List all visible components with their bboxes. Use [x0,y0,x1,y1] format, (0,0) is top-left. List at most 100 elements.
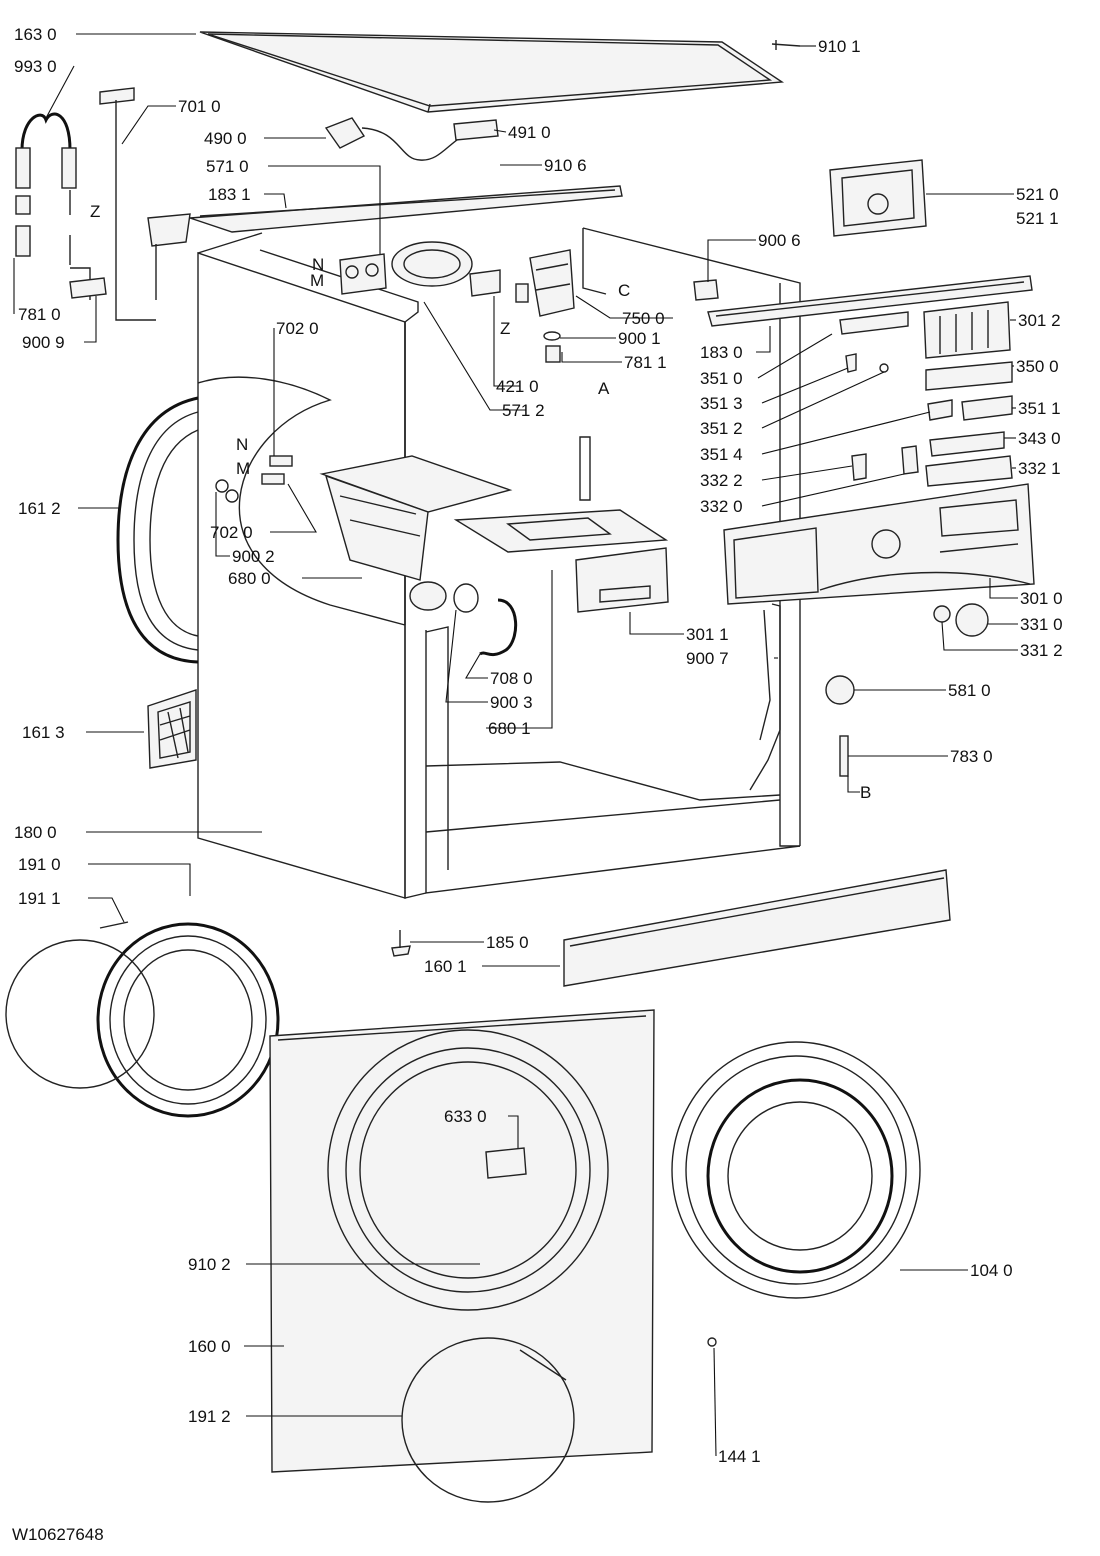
label-161-3: 161 3 [22,723,65,742]
label-521-1: 521 1 [1016,209,1059,228]
screw-top [771,40,801,50]
label-163-0: 163 0 [14,25,57,44]
label-993-0: 993 0 [14,57,57,76]
part-labels: 163 0 993 0 701 0 490 0 491 0 910 6 571 … [14,25,1063,1466]
label-781-1: 781 1 [624,353,667,372]
label-702-0-top: 702 0 [276,319,319,338]
pressure-switch [391,241,473,287]
letter-m-valve: M [310,271,324,290]
filter-rod [839,735,849,777]
label-351-3: 351 3 [700,394,743,413]
letter-c: C [618,281,630,300]
water-valve [339,253,387,295]
pump [515,249,575,317]
label-161-2: 161 2 [18,499,61,518]
label-900-3: 900 3 [490,693,533,712]
front-panel [269,1009,655,1473]
label-783-0: 783 0 [950,747,993,766]
screw-bottom [707,1337,717,1347]
mains-cable [324,117,469,161]
filter-cover [147,689,197,769]
letter-n-valve: N [312,255,324,274]
label-332-1: 332 1 [1018,459,1061,478]
label-183-1: 183 1 [208,185,251,204]
label-351-1: 351 1 [1018,399,1061,418]
rear-clamp-ring [401,1337,575,1503]
label-708-0: 708 0 [490,669,533,688]
label-490-0: 490 0 [204,129,247,148]
label-421-0: 421 0 [496,377,539,396]
wiring-harness [749,603,781,791]
label-160-0: 160 0 [188,1337,231,1356]
label-910-1: 910 1 [818,37,861,56]
label-900-1: 900 1 [618,329,661,348]
door [671,1041,921,1299]
letter-n-plug: N [236,435,248,454]
selector-parts [839,311,1013,487]
label-191-2: 191 2 [188,1407,231,1426]
sensor [825,675,855,705]
document-id: W10627648 [12,1525,104,1544]
display-board [925,361,1013,391]
electronic-module [829,159,927,237]
label-581-0: 581 0 [948,681,991,700]
letter-a: A [598,379,610,398]
detergent-drawer [453,509,669,613]
label-332-0: 332 0 [700,497,743,516]
pump-seal-and-connector [543,331,561,363]
detergent-dispenser [319,455,513,611]
label-701-0: 701 0 [178,97,221,116]
label-900-2: 900 2 [232,547,275,566]
label-910-6: 910 6 [544,156,587,175]
adjustable-foot [391,930,411,957]
label-160-1: 160 1 [424,957,467,976]
label-185-0: 185 0 [486,933,529,952]
control-rail [707,275,1033,327]
label-680-0: 680 0 [228,569,271,588]
label-571-2: 571 2 [502,401,545,420]
label-343-0: 343 0 [1018,429,1061,448]
kickplate [563,869,951,987]
label-351-4: 351 4 [700,445,743,464]
connector-plugs [215,455,293,503]
pressure-fitting [147,213,191,300]
dispenser-hose [453,583,518,657]
interference-filter [453,119,499,141]
letter-z-hose: Z [90,202,100,221]
top-cover [199,31,785,113]
label-350-0: 350 0 [1016,357,1059,376]
label-191-0: 191 0 [18,855,61,874]
letter-z-pump: Z [500,319,510,338]
controller-board [923,301,1011,359]
inlet-pipe [99,87,156,321]
label-633-0: 633 0 [444,1107,487,1126]
label-331-0: 331 0 [1020,615,1063,634]
letter-b: B [860,783,871,802]
door-seal-left [116,396,199,664]
label-183-0: 183 0 [700,343,743,362]
leader-lines [13,33,1018,1457]
program-knob [933,603,989,637]
grommet [693,279,719,301]
label-910-2: 910 2 [188,1255,231,1274]
letter-m-plug: M [236,459,250,478]
label-351-2: 351 2 [700,419,743,438]
label-144-1: 144 1 [718,1447,761,1466]
label-680-1: 680 1 [488,719,531,738]
control-panel [723,483,1035,605]
label-521-0: 521 0 [1016,185,1059,204]
label-301-1: 301 1 [686,625,729,644]
label-491-0: 491 0 [508,123,551,142]
label-104-0: 104 0 [970,1261,1013,1280]
label-781-0: 781 0 [18,305,61,324]
label-351-0: 351 0 [700,369,743,388]
inlet-hose [15,112,91,300]
door-lock-relay [469,269,501,297]
reference-letters: Z N M C Z A N M B [90,202,871,802]
label-180-0: 180 0 [14,823,57,842]
label-900-9: 900 9 [22,333,65,352]
label-331-2: 331 2 [1020,641,1063,660]
hose-clip [69,277,107,299]
door-gasket [96,921,280,1118]
label-301-0: 301 0 [1020,589,1063,608]
